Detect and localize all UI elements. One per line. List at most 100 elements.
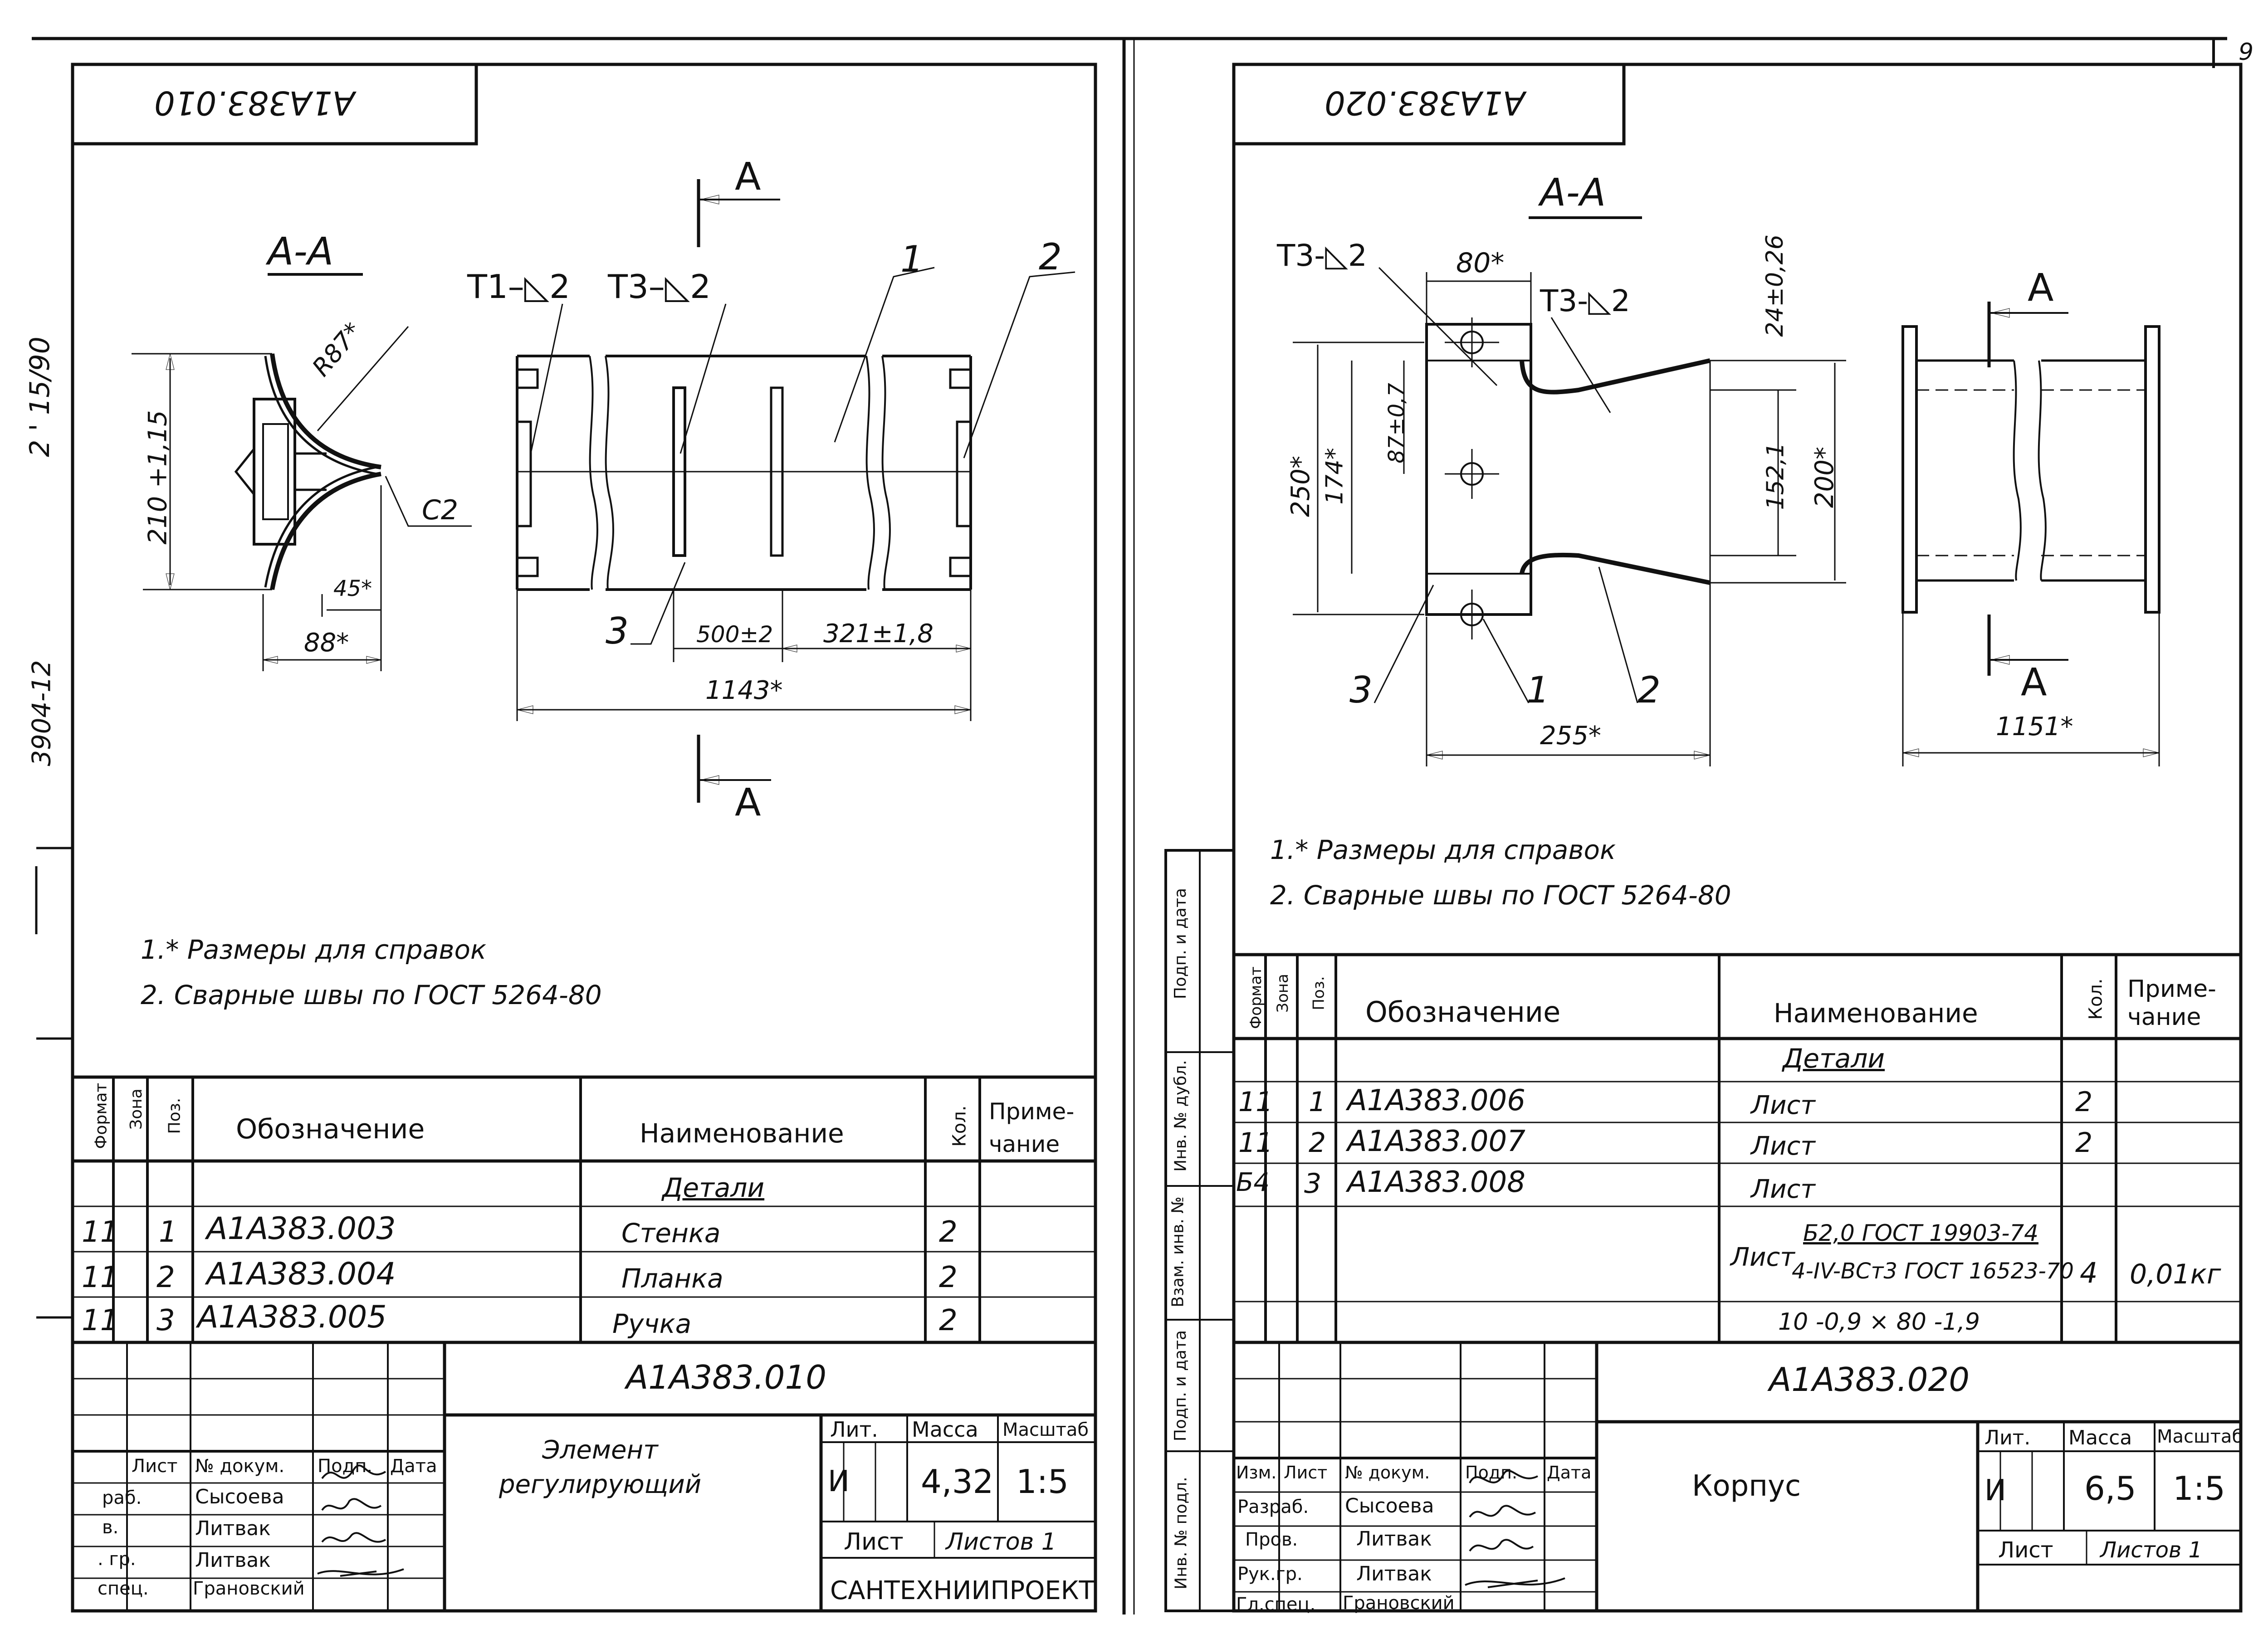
- left-weld-t1: Т1–◺2: [467, 268, 570, 306]
- left-name-1: Сысоева: [195, 1485, 284, 1508]
- right-stamp-code: А1А383.020: [1325, 84, 1525, 122]
- right-hdr-note: Приме- чание: [2127, 976, 2216, 1031]
- right-scale-value: 1:5: [2173, 1469, 2225, 1507]
- right-name-3: Литвак: [1356, 1562, 1432, 1585]
- right-name-1: Сысоева: [1345, 1494, 1434, 1517]
- left-sheet-label: Лист: [844, 1528, 904, 1556]
- left-row1-pos: 1: [159, 1215, 177, 1249]
- right-col-change: Изм.: [1236, 1463, 1277, 1483]
- left-callout-2: 2: [1039, 236, 1062, 278]
- right-sheet-label: Лист: [1998, 1537, 2053, 1563]
- left-dim-width: 88*: [304, 628, 349, 658]
- left-section-title: Детали: [662, 1172, 765, 1203]
- left-dim-chamfer: С2: [422, 494, 459, 526]
- right-row3-format: Б4: [1236, 1168, 1270, 1197]
- left-name-3: Литвак: [195, 1549, 271, 1572]
- right-doc-code: А1А383.020: [1769, 1361, 1970, 1399]
- left-row3-pos: 3: [156, 1304, 175, 1337]
- right-dim-h-hole: 87±0,7: [1383, 383, 1409, 463]
- right-row2-name: Лист: [1751, 1132, 1815, 1161]
- right-callout-1: 1: [1526, 669, 1549, 711]
- page-number: 9: [2239, 39, 2254, 66]
- left-hdr-designation: Обозначение: [236, 1113, 425, 1145]
- right-col-date: Дата: [1547, 1463, 1592, 1483]
- right-name-4: Грановский: [1343, 1593, 1455, 1614]
- left-row1-format: 11: [82, 1215, 119, 1249]
- right-dim-h-inner: 174*: [1321, 448, 1349, 505]
- left-weld-t3: Т3–◺2: [608, 268, 711, 306]
- left-mass-value: 4,32: [921, 1463, 994, 1501]
- right-weld-2: Т3-◺2: [1540, 283, 1630, 318]
- right-dim-h-top: 24±0,26: [1761, 234, 1789, 337]
- left-note-2: 2. Сварные швы по ГОСТ 5264-80: [141, 980, 602, 1010]
- left-row2-qty: 2: [939, 1261, 958, 1294]
- right-weld-1: Т3-◺2: [1277, 238, 1367, 273]
- right-role-1: Разраб.: [1237, 1497, 1309, 1517]
- right-lit-value: И: [1984, 1474, 2006, 1507]
- right-col-sign: Подп.: [1465, 1463, 1518, 1483]
- right-row1-qty: 2: [2075, 1086, 2093, 1118]
- left-callout-1: 1: [900, 238, 924, 280]
- right-hdr-name: Наименование: [1774, 998, 1978, 1029]
- left-dim-total: 1143*: [705, 676, 783, 705]
- left-dim-d1: 500±2: [696, 621, 773, 648]
- right-scale-label: Масштаб: [2157, 1426, 2244, 1447]
- side-stamp-replace-no: Взам. инв. №: [1168, 1196, 1188, 1307]
- right-section-label: А-А: [1540, 170, 1606, 215]
- left-row2-pos: 2: [156, 1261, 175, 1294]
- left-row2-name: Планка: [621, 1263, 723, 1294]
- left-dim-height: 210 +1,15: [143, 410, 173, 545]
- left-name-2: Литвак: [195, 1517, 271, 1540]
- left-note-1: 1.* Размеры для справок: [141, 934, 486, 965]
- right-row1-pos: 1: [1309, 1086, 1326, 1118]
- margin-note-top: 2 ' 15/90: [24, 337, 56, 457]
- left-hdr-name: Наименование: [640, 1118, 844, 1149]
- left-col-date: Дата: [390, 1456, 437, 1477]
- right-callout-2: 2: [1637, 669, 1661, 711]
- right-row2-format: 11: [1238, 1127, 1273, 1159]
- left-mass-label: Масса: [912, 1417, 978, 1442]
- right-col-sheet: Лист: [1284, 1463, 1328, 1483]
- right-view-marker-bottom: А: [2021, 660, 2047, 704]
- right-row1-format: 11: [1238, 1086, 1273, 1118]
- side-stamp-dup-no: Инв. № дубл.: [1171, 1060, 1190, 1172]
- right-row2-designation: А1А383.007: [1347, 1125, 1525, 1158]
- right-dim-h-mid: 152,1: [1762, 442, 1789, 510]
- left-row1-designation: А1А383.003: [206, 1211, 396, 1247]
- left-hdr-zone: Зона: [127, 1088, 146, 1130]
- right-role-4: Гл.спец.: [1236, 1594, 1316, 1615]
- left-role-4: спец.: [98, 1578, 149, 1599]
- right-hdr-qty: Кол.: [2085, 978, 2107, 1020]
- left-row3-qty: 2: [939, 1304, 958, 1337]
- right-callout-3: 3: [1349, 669, 1373, 711]
- right-section-title: Детали: [1783, 1043, 1885, 1074]
- right-col-docno: № докум.: [1345, 1463, 1430, 1483]
- left-sheets-label: Листов 1: [946, 1528, 1056, 1556]
- left-stamp-code: А1А383.010: [154, 84, 355, 122]
- margin-note-bottom: 3904-12: [27, 660, 57, 766]
- right-note-2: 2. Сварные швы по ГОСТ 5264-80: [1270, 880, 1731, 911]
- right-material-prefix: Лист: [1730, 1243, 1795, 1272]
- right-dim-base-w: 255*: [1540, 721, 1601, 751]
- left-lit-label: Лит.: [830, 1417, 878, 1442]
- right-role-3: Рук.гр.: [1237, 1564, 1303, 1585]
- left-row1-name: Стенка: [621, 1218, 721, 1249]
- left-hdr-pos: Поз.: [165, 1097, 184, 1134]
- right-row3-designation: А1А383.008: [1347, 1166, 1525, 1199]
- right-row2-pos: 2: [1309, 1127, 1326, 1159]
- left-org: САНТЕХНИИПРОЕКТ: [830, 1576, 1095, 1605]
- right-role-2: Пров.: [1245, 1529, 1298, 1550]
- right-dim-top-w: 80*: [1456, 247, 1505, 279]
- right-sheets-label: Листов 1: [2100, 1537, 2203, 1563]
- left-doc-code: А1А383.010: [626, 1358, 827, 1396]
- right-note-1: 1.* Размеры для справок: [1270, 834, 1616, 865]
- left-dim-angle: 45*: [333, 576, 372, 601]
- left-view-marker-bottom: А: [735, 780, 761, 824]
- side-stamp-sign-date-1: Подп. и дата: [1171, 888, 1190, 1000]
- right-dim-h-right: 200*: [1809, 447, 1839, 508]
- left-hdr-qty: Кол.: [949, 1105, 970, 1147]
- left-name-4: Грановский: [193, 1578, 305, 1599]
- right-material-line2: 4-IV-ВСт3 ГОСТ 16523-70: [1792, 1258, 2074, 1284]
- left-hdr-format: Формат: [92, 1083, 111, 1149]
- right-row1-designation: А1А383.006: [1347, 1084, 1525, 1117]
